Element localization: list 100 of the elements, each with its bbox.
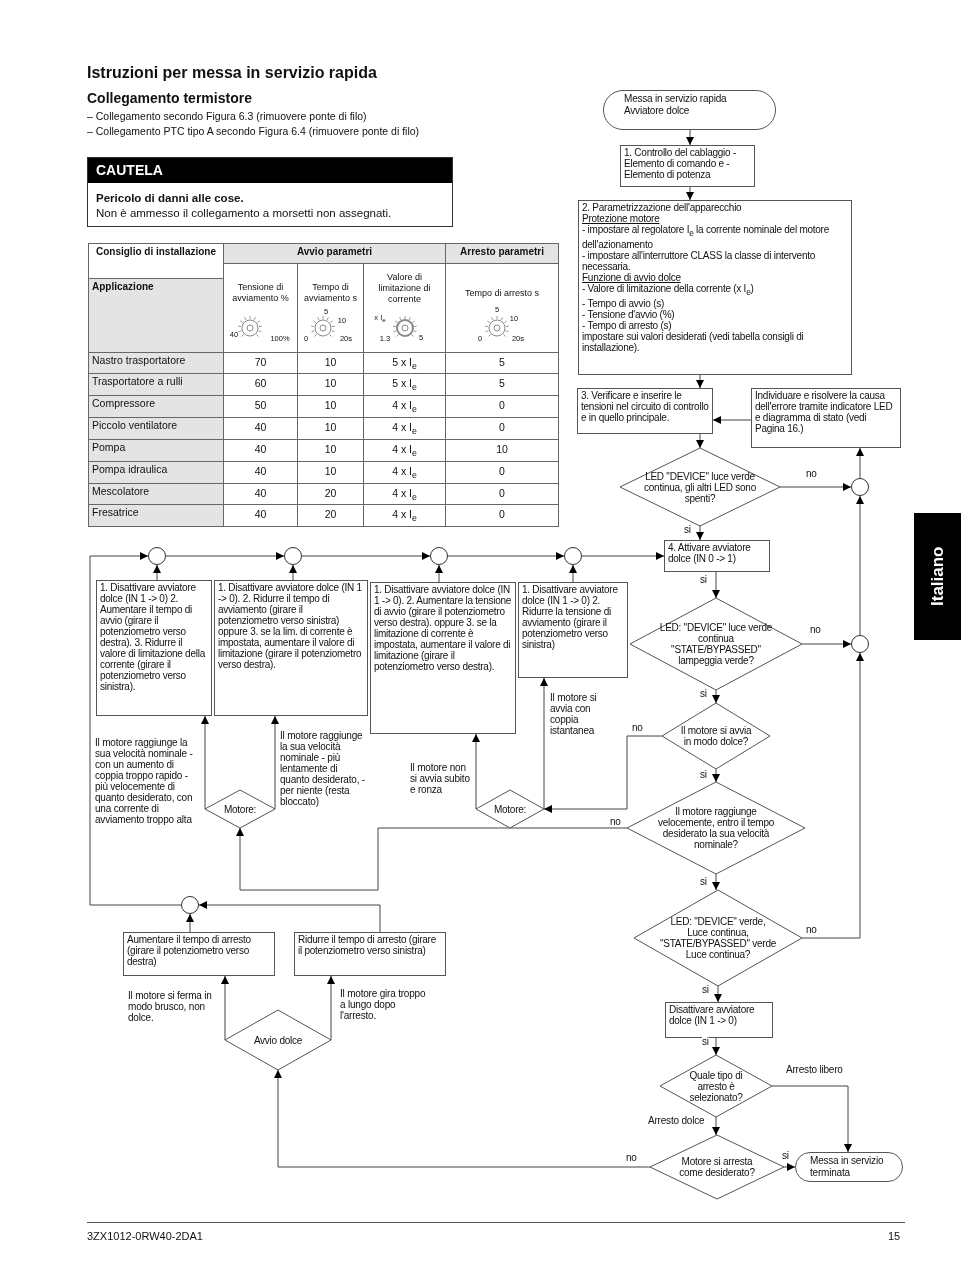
- junction-circle: [148, 547, 166, 565]
- arrow: [714, 985, 722, 1003]
- arrow: [569, 564, 577, 583]
- junction-circle: [851, 478, 869, 496]
- junction-circle: [284, 547, 302, 565]
- section-heading: Collegamento termistore: [87, 90, 252, 106]
- junction-circle: [564, 547, 582, 565]
- process-box: [96, 580, 212, 716]
- decision-text: Quale tipo di arresto è selezionato?: [688, 1069, 744, 1103]
- warning-text: Pericolo di danni alle cose.: [96, 192, 244, 204]
- page-title: Istruzioni per messa in servizio rapida: [87, 64, 377, 82]
- edge-label: no: [810, 624, 821, 635]
- step-text: Funzione di avvio dolce: [582, 272, 682, 283]
- arrow: [712, 1116, 720, 1136]
- arrow: [696, 525, 704, 541]
- arrow: [543, 735, 663, 813]
- decision-text: Motore:: [222, 803, 258, 815]
- process-box: [518, 582, 628, 678]
- row-header: Applicazione: [88, 278, 224, 353]
- instruction-text: – Collegamento secondo Figura 6.3 (rimuovere ponte di filo): [87, 110, 367, 122]
- process-box: [123, 932, 275, 976]
- decision-text: Avvio dolce: [252, 1034, 304, 1046]
- arrow: [801, 652, 864, 939]
- process-box: [577, 388, 713, 434]
- step-text: 1. Controllo del cablaggio - Elemento di comando e - Elemento di potenza: [624, 147, 737, 180]
- arrow: [712, 689, 720, 704]
- arrow: [856, 495, 864, 636]
- edge-label: si: [700, 876, 707, 887]
- edge-label: Arresto dolce: [648, 1115, 705, 1126]
- terminal-text: Messa in servizio terminata: [810, 1155, 885, 1178]
- arrow: [198, 901, 381, 933]
- arrow: [271, 715, 279, 810]
- step-text: - impostare al regolatore I$_{e}$ la corrente nominale del motore dell'azionamento: [582, 224, 830, 250]
- edge-label: no: [632, 722, 643, 733]
- row-header: Piccolo ventilatore: [88, 417, 224, 440]
- arrow: [274, 1069, 651, 1168]
- step-text: 2. Parametrizzazione dell'apparecchio: [582, 202, 743, 213]
- edge-label: no: [806, 924, 817, 935]
- column-header: Arresto parametri: [445, 243, 559, 264]
- arrow: [783, 1163, 796, 1171]
- page-number: 15: [888, 1230, 901, 1242]
- step-text: Protezione motore: [582, 213, 661, 224]
- arrow: [856, 447, 864, 479]
- step-text: - impostare all'interruttore CLASS la classe di intervento necessaria.: [582, 250, 817, 272]
- arrow: [771, 1085, 852, 1153]
- junction-circle: [181, 896, 199, 914]
- arrow: [447, 552, 565, 560]
- step-text: Aumentare il tempo di arresto (girare il potenziometro verso destra): [127, 934, 252, 967]
- step-text: Disattivare avviatore dolce (IN 1 -> 0): [669, 1004, 756, 1026]
- arrow: [301, 552, 431, 560]
- decision-text: Motore:: [492, 803, 528, 815]
- step-text: 1. Disattivare avviatore dolce (IN 1 -> 0) 2. Ridurre la tensione di avviamento (girare il potenziometro verso sinistra): [522, 584, 619, 650]
- arrow: [686, 129, 694, 146]
- edge-label: si: [702, 984, 709, 995]
- table-value: 0: [445, 504, 559, 527]
- instruction-text: – Collegamento PTC tipo A secondo Figura 6.4 (rimuovere ponte di filo): [87, 125, 420, 137]
- arrow: [696, 433, 704, 449]
- step-text: - Tempo di arresto (s): [582, 320, 672, 331]
- row-header: Trasportatore a rulli: [88, 373, 224, 396]
- edge-label: si: [700, 574, 707, 585]
- step-text: - Valore di limitazione della corrente (x I$_{e}$): [582, 283, 755, 298]
- process-box: [578, 200, 852, 375]
- arrow: [435, 564, 443, 583]
- column-header: Avvio parametri: [223, 243, 446, 264]
- edge-label: si: [702, 1036, 709, 1047]
- step-text: - Tempo di avvio (s): [582, 298, 665, 309]
- terminal-text: Messa in servizio rapida Avviatore dolce: [624, 93, 728, 116]
- arrow: [153, 564, 161, 581]
- step-text: 1. Disattivare avviatore dolce (IN 1 -> 0). 2. Aumentare la tensione di avvio (girare il potenziometro verso destra). oppure 3. se la limitazione di corrente è impostata, aumentare il valore di limitazione (girare il potenziometro verso destra).: [374, 584, 512, 672]
- process-box: [370, 582, 516, 734]
- edge-label: si: [700, 769, 707, 780]
- arrow: [289, 564, 297, 581]
- arrow: [201, 715, 209, 810]
- edge-label: no: [626, 1152, 637, 1163]
- arrow: [236, 827, 628, 891]
- process-box: [620, 145, 755, 187]
- step-text: - Tensione d'avvio (%): [582, 309, 676, 320]
- arrow: [581, 552, 665, 560]
- document-code: 3ZX1012-0RW40-2DA1: [87, 1230, 203, 1242]
- arrow: [686, 186, 694, 201]
- process-box: [664, 540, 770, 572]
- arrow: [779, 483, 852, 491]
- arrow: [221, 975, 229, 1041]
- arrow: [540, 677, 548, 810]
- arrow: [712, 1037, 720, 1056]
- arrow: [801, 640, 852, 648]
- step-text: 3. Verificare e inserire le tensioni nel circuito di controllo e in quello principale.: [581, 390, 709, 423]
- terminal-box: [795, 1152, 903, 1182]
- arrow: [712, 416, 752, 424]
- edge-label: si: [700, 688, 707, 699]
- arrow: [186, 913, 194, 933]
- warning-text: Non è ammesso il collegamento a morsetti non assegnati.: [96, 207, 392, 219]
- arrow: [696, 374, 704, 389]
- step-text: impostare sui valori desiderati (vedi tabella consigli di installazione).: [582, 331, 805, 353]
- edge-label: no: [806, 468, 817, 479]
- edge-label: Il motore raggiunge la sua velocità nominale - più lentamente di quanto desiderato, - per niente (resta bloccato): [280, 730, 368, 807]
- edge-label: Arresto libero: [786, 1064, 843, 1075]
- arrow: [472, 733, 480, 810]
- row-header: Compressore: [88, 395, 224, 418]
- step-text: 1. Disattivare avviatore dolce (IN 1 -> 0) 2. Aumentare il tempo di avvio (girare il potenziometro verso destra). 3. Ridurre il valore di limitazione della corrente (girare il potenziometro verso sinistra).: [100, 582, 207, 692]
